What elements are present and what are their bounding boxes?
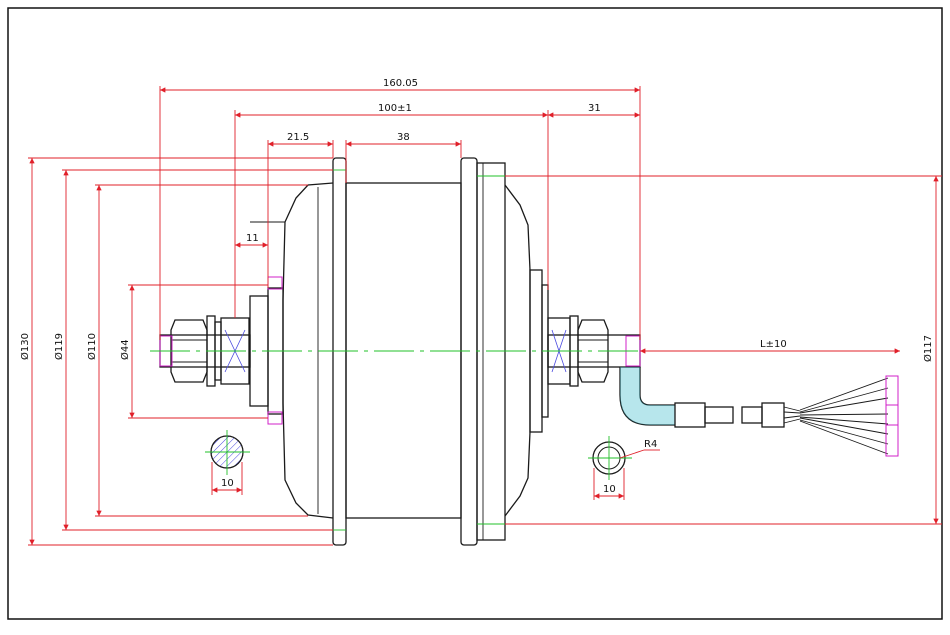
axle-section-left: [205, 430, 250, 495]
cable: [619, 367, 899, 457]
dimension-labels: 160.05 100±1 31 21.5 38 11 L±10 10 10 R4…: [19, 78, 934, 495]
dim-cable-length: L±10: [760, 339, 787, 350]
dimensions-horizontal: [159, 86, 900, 354]
dim-flat-left: 10: [221, 478, 234, 489]
dim-dia-117: Ø117: [922, 335, 934, 362]
dim-overall-width: 160.05: [383, 78, 418, 89]
dim-radius: R4: [644, 439, 657, 450]
dim-axle-left-step: 21.5: [287, 132, 309, 143]
dim-dia-110: Ø110: [86, 333, 98, 360]
dim-axle-right: 31: [588, 103, 601, 114]
dim-dia-44: Ø44: [119, 339, 131, 360]
dim-dia-119: Ø119: [53, 333, 65, 360]
dim-flat-right: 10: [603, 484, 616, 495]
axle-section-right: [588, 436, 660, 500]
dimensions-vertical: [28, 157, 942, 546]
dim-flange-span: 100±1: [378, 103, 412, 114]
dim-nut-width: 11: [246, 233, 259, 244]
drawing-frame: [7, 7, 943, 620]
dim-flange-width: 38: [397, 132, 410, 143]
motor-body: [249, 157, 549, 546]
dim-dia-130: Ø130: [19, 333, 31, 360]
centerlines: [150, 169, 650, 531]
